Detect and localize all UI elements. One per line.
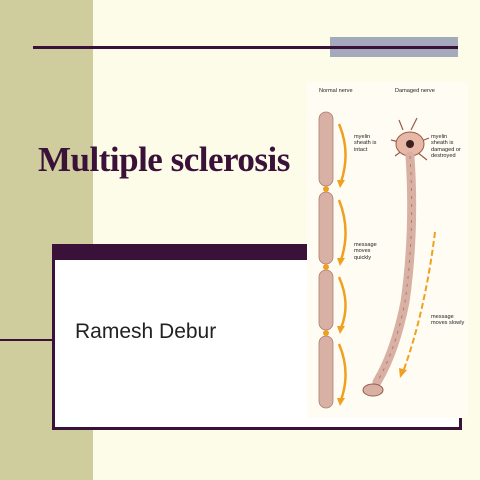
slide-subtitle: Ramesh Debur — [75, 320, 217, 343]
myelin-segment — [318, 191, 334, 265]
neuron-cell-body — [390, 117, 430, 161]
quick-message-arrows — [337, 123, 347, 401]
slow-message-arrow — [402, 231, 436, 373]
nerve-illustration: Normal nerve Damaged nerve myelin sheath… — [307, 82, 468, 418]
left-rule — [0, 339, 53, 341]
normal-nerve-label: Normal nerve — [319, 88, 353, 94]
myelin-segment — [318, 111, 334, 187]
myelin-intact-label: myelin sheath is intact — [354, 134, 377, 153]
arrowheads — [337, 180, 345, 406]
damaged-myelin — [376, 155, 413, 383]
slow-arrowhead — [399, 368, 407, 378]
nerve-diagram — [318, 111, 436, 409]
myelin-damaged-label: myelin sheath is damaged or destroyed — [431, 134, 461, 160]
myelin-segment — [318, 335, 334, 409]
myelin-segment — [318, 269, 334, 331]
slide-title: Multiple sclerosis — [38, 140, 290, 179]
axon-terminal — [362, 383, 384, 397]
message-slow-label: message moves slowly — [431, 314, 465, 327]
node-sparks — [323, 186, 329, 336]
message-quick-label: message moves quickly — [354, 242, 377, 261]
damaged-nerve-label: Damaged nerve — [395, 88, 435, 94]
damaged-axon — [372, 151, 417, 387]
normal-nerve-axon — [318, 111, 334, 409]
top-rule — [33, 46, 458, 49]
